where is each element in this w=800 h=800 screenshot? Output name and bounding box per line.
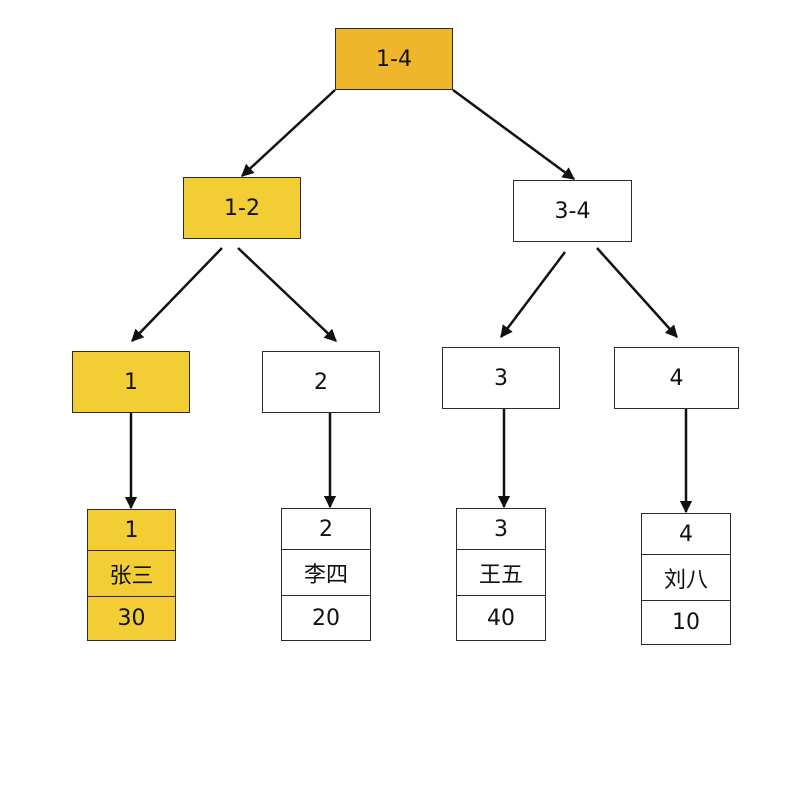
data-record: 4 刘八 10 (641, 513, 731, 645)
edge-root-to-right (452, 88, 576, 181)
node-label: 1-4 (376, 46, 412, 72)
edge-right-to-leaf-4 (596, 247, 678, 338)
data-record: 1 张三 30 (87, 509, 176, 641)
edge-right-to-leaf-3 (500, 251, 566, 338)
tree-leaf-node: 2 (262, 351, 380, 413)
edge-left-to-leaf-2 (237, 247, 337, 342)
tree-leaf-node: 4 (614, 347, 739, 409)
tree-leaf-node: 3 (442, 347, 560, 409)
node-label: 2 (314, 369, 328, 395)
node-label: 1-2 (224, 195, 260, 221)
node-label: 3-4 (554, 198, 591, 224)
record-id: 4 (679, 521, 693, 547)
node-label: 1 (124, 369, 138, 395)
edge-root-to-left (241, 89, 336, 177)
record-value: 20 (282, 595, 370, 640)
tree-node-right: 3-4 (513, 180, 632, 242)
tree-leaf-node: 1 (72, 351, 190, 413)
data-record: 3 王五 40 (456, 508, 546, 641)
record-value: 40 (457, 595, 545, 640)
record-id: 1 (124, 517, 139, 543)
node-label: 3 (494, 365, 508, 391)
record-name: 王五 (457, 549, 545, 595)
record-id: 3 (494, 516, 508, 542)
node-label: 4 (669, 365, 684, 391)
record-name: 张三 (88, 550, 175, 596)
record-value: 10 (642, 600, 730, 644)
record-name: 刘八 (642, 554, 730, 600)
tree-node-root: 1-4 (335, 28, 453, 90)
record-name: 李四 (282, 549, 370, 595)
record-id: 2 (319, 516, 333, 542)
edge-left-to-leaf-1 (131, 247, 223, 342)
data-record: 2 李四 20 (281, 508, 371, 641)
record-value: 30 (88, 596, 175, 640)
tree-node-left: 1-2 (183, 177, 301, 239)
